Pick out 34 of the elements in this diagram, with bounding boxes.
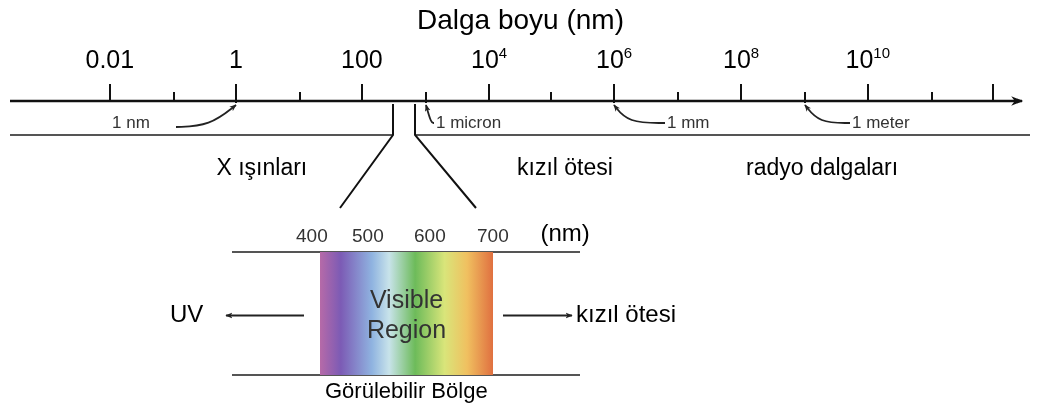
region-label: UV bbox=[170, 299, 205, 329]
region-label: X ışınları bbox=[216, 156, 308, 179]
tick-mark bbox=[425, 92, 427, 103]
distance-label: 1 meter bbox=[852, 112, 911, 134]
region-label: kızıl ötesi bbox=[517, 156, 613, 179]
distance-label: 1 mm bbox=[667, 112, 711, 134]
arrow bbox=[225, 312, 304, 319]
tick-mark bbox=[235, 84, 237, 103]
tick-mark bbox=[804, 92, 806, 103]
tick-label: 400 bbox=[296, 226, 328, 245]
caption-text: Görülebilir Bölge bbox=[325, 380, 488, 402]
tick-label: 10$^{6}$ bbox=[596, 47, 633, 72]
leader-arrow bbox=[613, 104, 666, 124]
region-label: radyo dalgaları bbox=[746, 156, 899, 179]
tick-label: 500 bbox=[352, 226, 384, 245]
axis-title: Dalga boyu (nm) bbox=[416, 6, 625, 34]
tick-label: 100 bbox=[341, 47, 383, 72]
tick-label: 600 bbox=[414, 226, 446, 245]
tick-mark bbox=[613, 84, 615, 103]
visible-spectrum-box bbox=[320, 252, 493, 375]
tick-label: 10$^{8}$ bbox=[723, 47, 760, 72]
tick-label: 10$^{10}$ bbox=[845, 47, 890, 72]
region-label: kızıl ötesi bbox=[576, 299, 678, 329]
tick-label: 1 bbox=[229, 47, 243, 72]
leader-arrow bbox=[804, 104, 851, 124]
leader-arrow bbox=[425, 104, 435, 124]
leader-arrow bbox=[175, 104, 237, 128]
tick-label: 0.01 bbox=[85, 47, 135, 72]
tick-label: 700 bbox=[477, 226, 509, 245]
distance-label: 1 nm bbox=[112, 112, 151, 134]
tick-label: 10$^{4}$ bbox=[471, 47, 508, 72]
distance-label: 1 micron bbox=[436, 112, 503, 134]
arrow bbox=[503, 312, 573, 319]
unit-label: (nm) bbox=[540, 221, 590, 245]
